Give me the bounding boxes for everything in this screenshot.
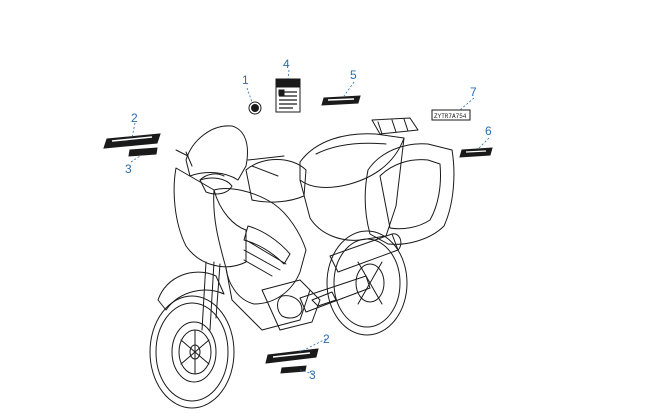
decal-small-strip-top <box>128 147 158 157</box>
tail-section <box>299 137 405 241</box>
callout-1[interactable]: 1 <box>242 73 249 87</box>
callout-6[interactable]: 6 <box>485 124 492 138</box>
headlight <box>199 177 233 195</box>
side-vent <box>243 225 291 277</box>
decal-logo-strip-6 <box>459 147 493 158</box>
front-wheel <box>149 295 235 409</box>
decal-logo-strip-5 <box>321 95 361 106</box>
vin-plate-text: ZYTR7A754 <box>434 113 467 120</box>
leader-lines <box>130 69 490 375</box>
callout-2-bottom[interactable]: 2 <box>323 332 330 346</box>
front-fork <box>201 261 221 331</box>
callout-3-top[interactable]: 3 <box>125 162 132 176</box>
front-fender <box>157 271 225 311</box>
decal-logo-strip-bottom <box>265 348 319 364</box>
fairing-side-panel <box>213 188 307 305</box>
callout-2-top[interactable]: 2 <box>131 111 138 125</box>
handlebar <box>247 155 285 177</box>
decal-vin-plate <box>431 109 471 121</box>
callout-5[interactable]: 5 <box>350 68 357 82</box>
seat <box>299 133 405 188</box>
callout-4[interactable]: 4 <box>283 57 290 71</box>
decal-logo-strip-top <box>103 133 161 149</box>
rear-wheel <box>326 230 408 336</box>
decal-instruction-panel <box>275 78 301 113</box>
decal-round-badge <box>248 101 262 115</box>
mirror <box>175 149 193 167</box>
engine <box>261 279 321 331</box>
callout-3-bottom[interactable]: 3 <box>309 368 316 382</box>
fuel-tank <box>245 159 307 203</box>
rear-rack <box>371 117 419 135</box>
decal-small-strip-bottom <box>280 365 307 374</box>
lower-fairing <box>225 267 311 331</box>
footpeg <box>311 291 337 307</box>
exhaust <box>329 233 402 273</box>
callout-7[interactable]: 7 <box>470 85 477 99</box>
windscreen <box>185 125 248 181</box>
side-pannier <box>364 143 455 245</box>
front-fairing <box>173 167 247 268</box>
